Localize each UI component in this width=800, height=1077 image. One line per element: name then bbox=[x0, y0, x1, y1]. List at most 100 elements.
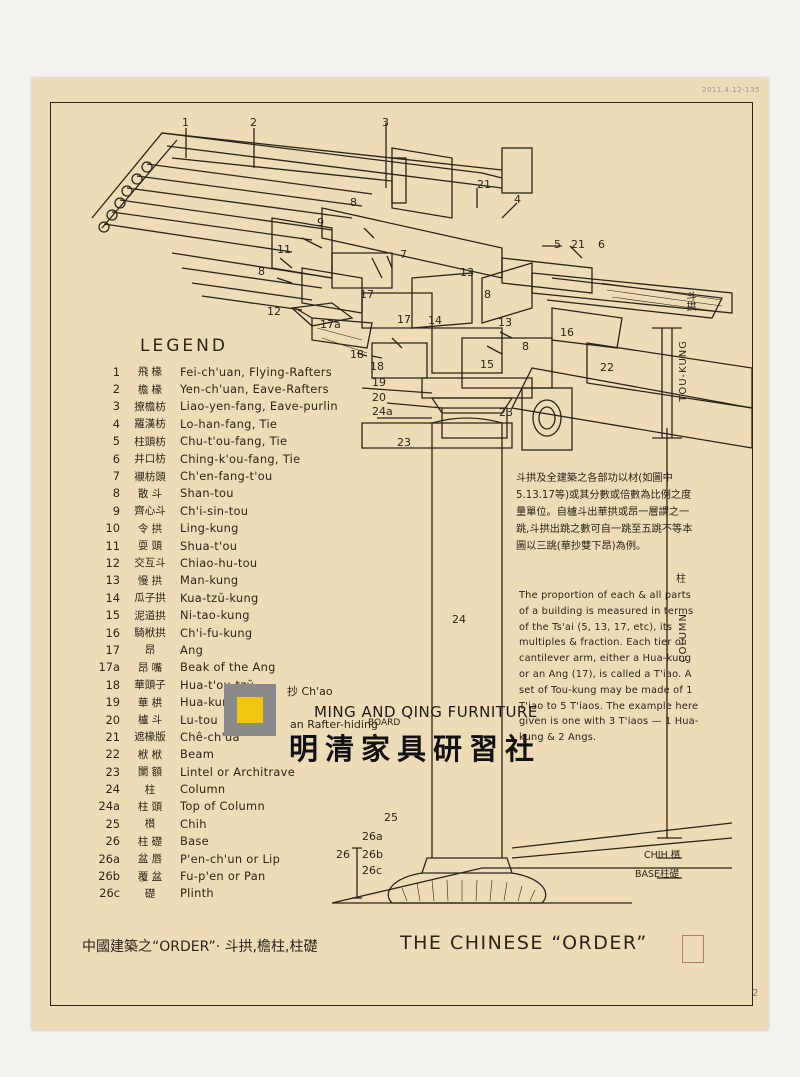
legend-chinese: 闌 額 bbox=[137, 766, 163, 779]
legend-chinese: 礎 bbox=[144, 887, 156, 900]
legend-number: 13 bbox=[105, 573, 121, 588]
label-9: 9 bbox=[317, 216, 324, 229]
legend-romanization: P'en-ch'un or Lip bbox=[180, 851, 281, 866]
legend-romanization: Lo-han-fang, Tie bbox=[180, 416, 278, 431]
legend-chinese: 交互斗 bbox=[134, 557, 166, 570]
legend-number: 19 bbox=[105, 695, 121, 710]
legend-number: 21 bbox=[105, 729, 121, 744]
label-18b: 18 bbox=[370, 360, 384, 373]
legend-row19-extra: 抄 Ch'ao bbox=[287, 685, 333, 698]
legend-chinese: 柱頭枋 bbox=[134, 435, 166, 448]
label-16: 16 bbox=[560, 326, 574, 339]
watermark-chinese: 明清家具研習社 bbox=[289, 732, 542, 766]
label-23a: 23 bbox=[397, 436, 411, 449]
legend-chinese: 泥道拱 bbox=[134, 609, 166, 622]
base-label: BASE柱礎 bbox=[635, 869, 680, 880]
tou-kung-label: TOU-KUNG bbox=[678, 340, 689, 402]
legend-number: 22 bbox=[105, 747, 121, 762]
watermark-english: MING AND QING FURNITURE bbox=[314, 703, 538, 721]
legend-chinese: 華頭子 bbox=[134, 679, 166, 692]
legend-number: 2 bbox=[112, 382, 120, 397]
legend-chinese: 襯枋頭 bbox=[134, 470, 166, 483]
legend-romanization: Fei-ch'uan, Flying-Rafters bbox=[180, 364, 333, 379]
label-19: 19 bbox=[372, 376, 386, 389]
legend-number: 17 bbox=[105, 642, 121, 657]
architectural-drawing bbox=[91, 123, 753, 904]
legend-number: 24 bbox=[105, 782, 121, 797]
legend-number: 3 bbox=[112, 399, 120, 414]
label-2: 2 bbox=[250, 116, 257, 129]
legend-chinese: 檐 椽 bbox=[137, 383, 163, 396]
legend-chinese: 栿 栿 bbox=[137, 748, 163, 761]
legend-number: 23 bbox=[105, 764, 121, 779]
legend-romanization: Beam bbox=[180, 747, 215, 762]
legend-number: 25 bbox=[105, 816, 121, 831]
label-26a: 26a bbox=[362, 830, 383, 843]
label-17c: 17a bbox=[320, 318, 341, 331]
legend-chinese: 令 拱 bbox=[137, 522, 163, 535]
label-26: 26 bbox=[336, 848, 350, 861]
legend-number: 26 bbox=[105, 834, 121, 849]
legend-chinese: 柱 頭 bbox=[137, 800, 163, 813]
label-8c: 8 bbox=[484, 288, 491, 301]
legend-number: 20 bbox=[105, 712, 121, 727]
label-board: BOARD bbox=[368, 718, 401, 728]
label-8b: 8 bbox=[258, 265, 265, 278]
column-group bbox=[331, 327, 733, 904]
legend-row: 22 栿 栿 Beam bbox=[92, 746, 382, 763]
label-24a: 24a bbox=[372, 405, 393, 418]
legend-romanization: Plinth bbox=[180, 886, 214, 901]
legend-chinese: 昂 嘴 bbox=[137, 661, 163, 674]
legend-number: 17a bbox=[98, 660, 120, 675]
page-mark: 2 bbox=[752, 988, 759, 999]
label-6: 6 bbox=[598, 238, 605, 251]
legend-chinese: 華 栱 bbox=[137, 696, 163, 709]
legend-romanization: Ni-tao-kung bbox=[180, 608, 250, 623]
legend-romanization: Yen-ch'uan, Eave-Rafters bbox=[180, 382, 329, 397]
legend-romanization: Shan-tou bbox=[180, 486, 234, 501]
legend-title: LEGEND bbox=[140, 336, 228, 356]
rafters bbox=[91, 132, 503, 311]
legend-chinese: 騎栿拱 bbox=[134, 627, 166, 640]
legend-number: 6 bbox=[112, 451, 120, 466]
legend-number: 5 bbox=[112, 434, 120, 449]
tou-kung-zh-label: 斗拱 bbox=[684, 291, 695, 311]
label-13b: 13 bbox=[498, 316, 512, 329]
note-english: The proportion of each & all parts of a … bbox=[519, 590, 699, 744]
label-11: 11 bbox=[277, 243, 291, 256]
label-25: 25 bbox=[384, 811, 398, 824]
label-17b: 17 bbox=[397, 313, 411, 326]
legend-number: 24a bbox=[98, 799, 120, 814]
watermark-logo-square bbox=[237, 697, 263, 723]
legend-chinese: 覆 盆 bbox=[137, 870, 163, 883]
label-3: 3 bbox=[382, 116, 389, 129]
label-12: 12 bbox=[267, 305, 281, 318]
legend-romanization: Fu-p'en or Pan bbox=[180, 869, 266, 884]
legend-chinese: 飛 椽 bbox=[137, 366, 163, 379]
label-8d: 8 bbox=[522, 340, 529, 353]
legend-romanization: Chih bbox=[180, 816, 207, 831]
label-21b: 21 bbox=[571, 238, 585, 251]
legend-romanization: Ling-kung bbox=[180, 521, 239, 536]
legend-row21-extra: an Rafter-hiding bbox=[290, 718, 378, 731]
legend-romanization: Ch'i-fu-kung bbox=[180, 625, 253, 640]
legend-romanization: Kua-tzŭ-kung bbox=[180, 590, 259, 605]
label-13a: 13 bbox=[460, 266, 474, 279]
label-20: 20 bbox=[372, 391, 386, 404]
legend-chinese: 井口枋 bbox=[134, 453, 166, 466]
